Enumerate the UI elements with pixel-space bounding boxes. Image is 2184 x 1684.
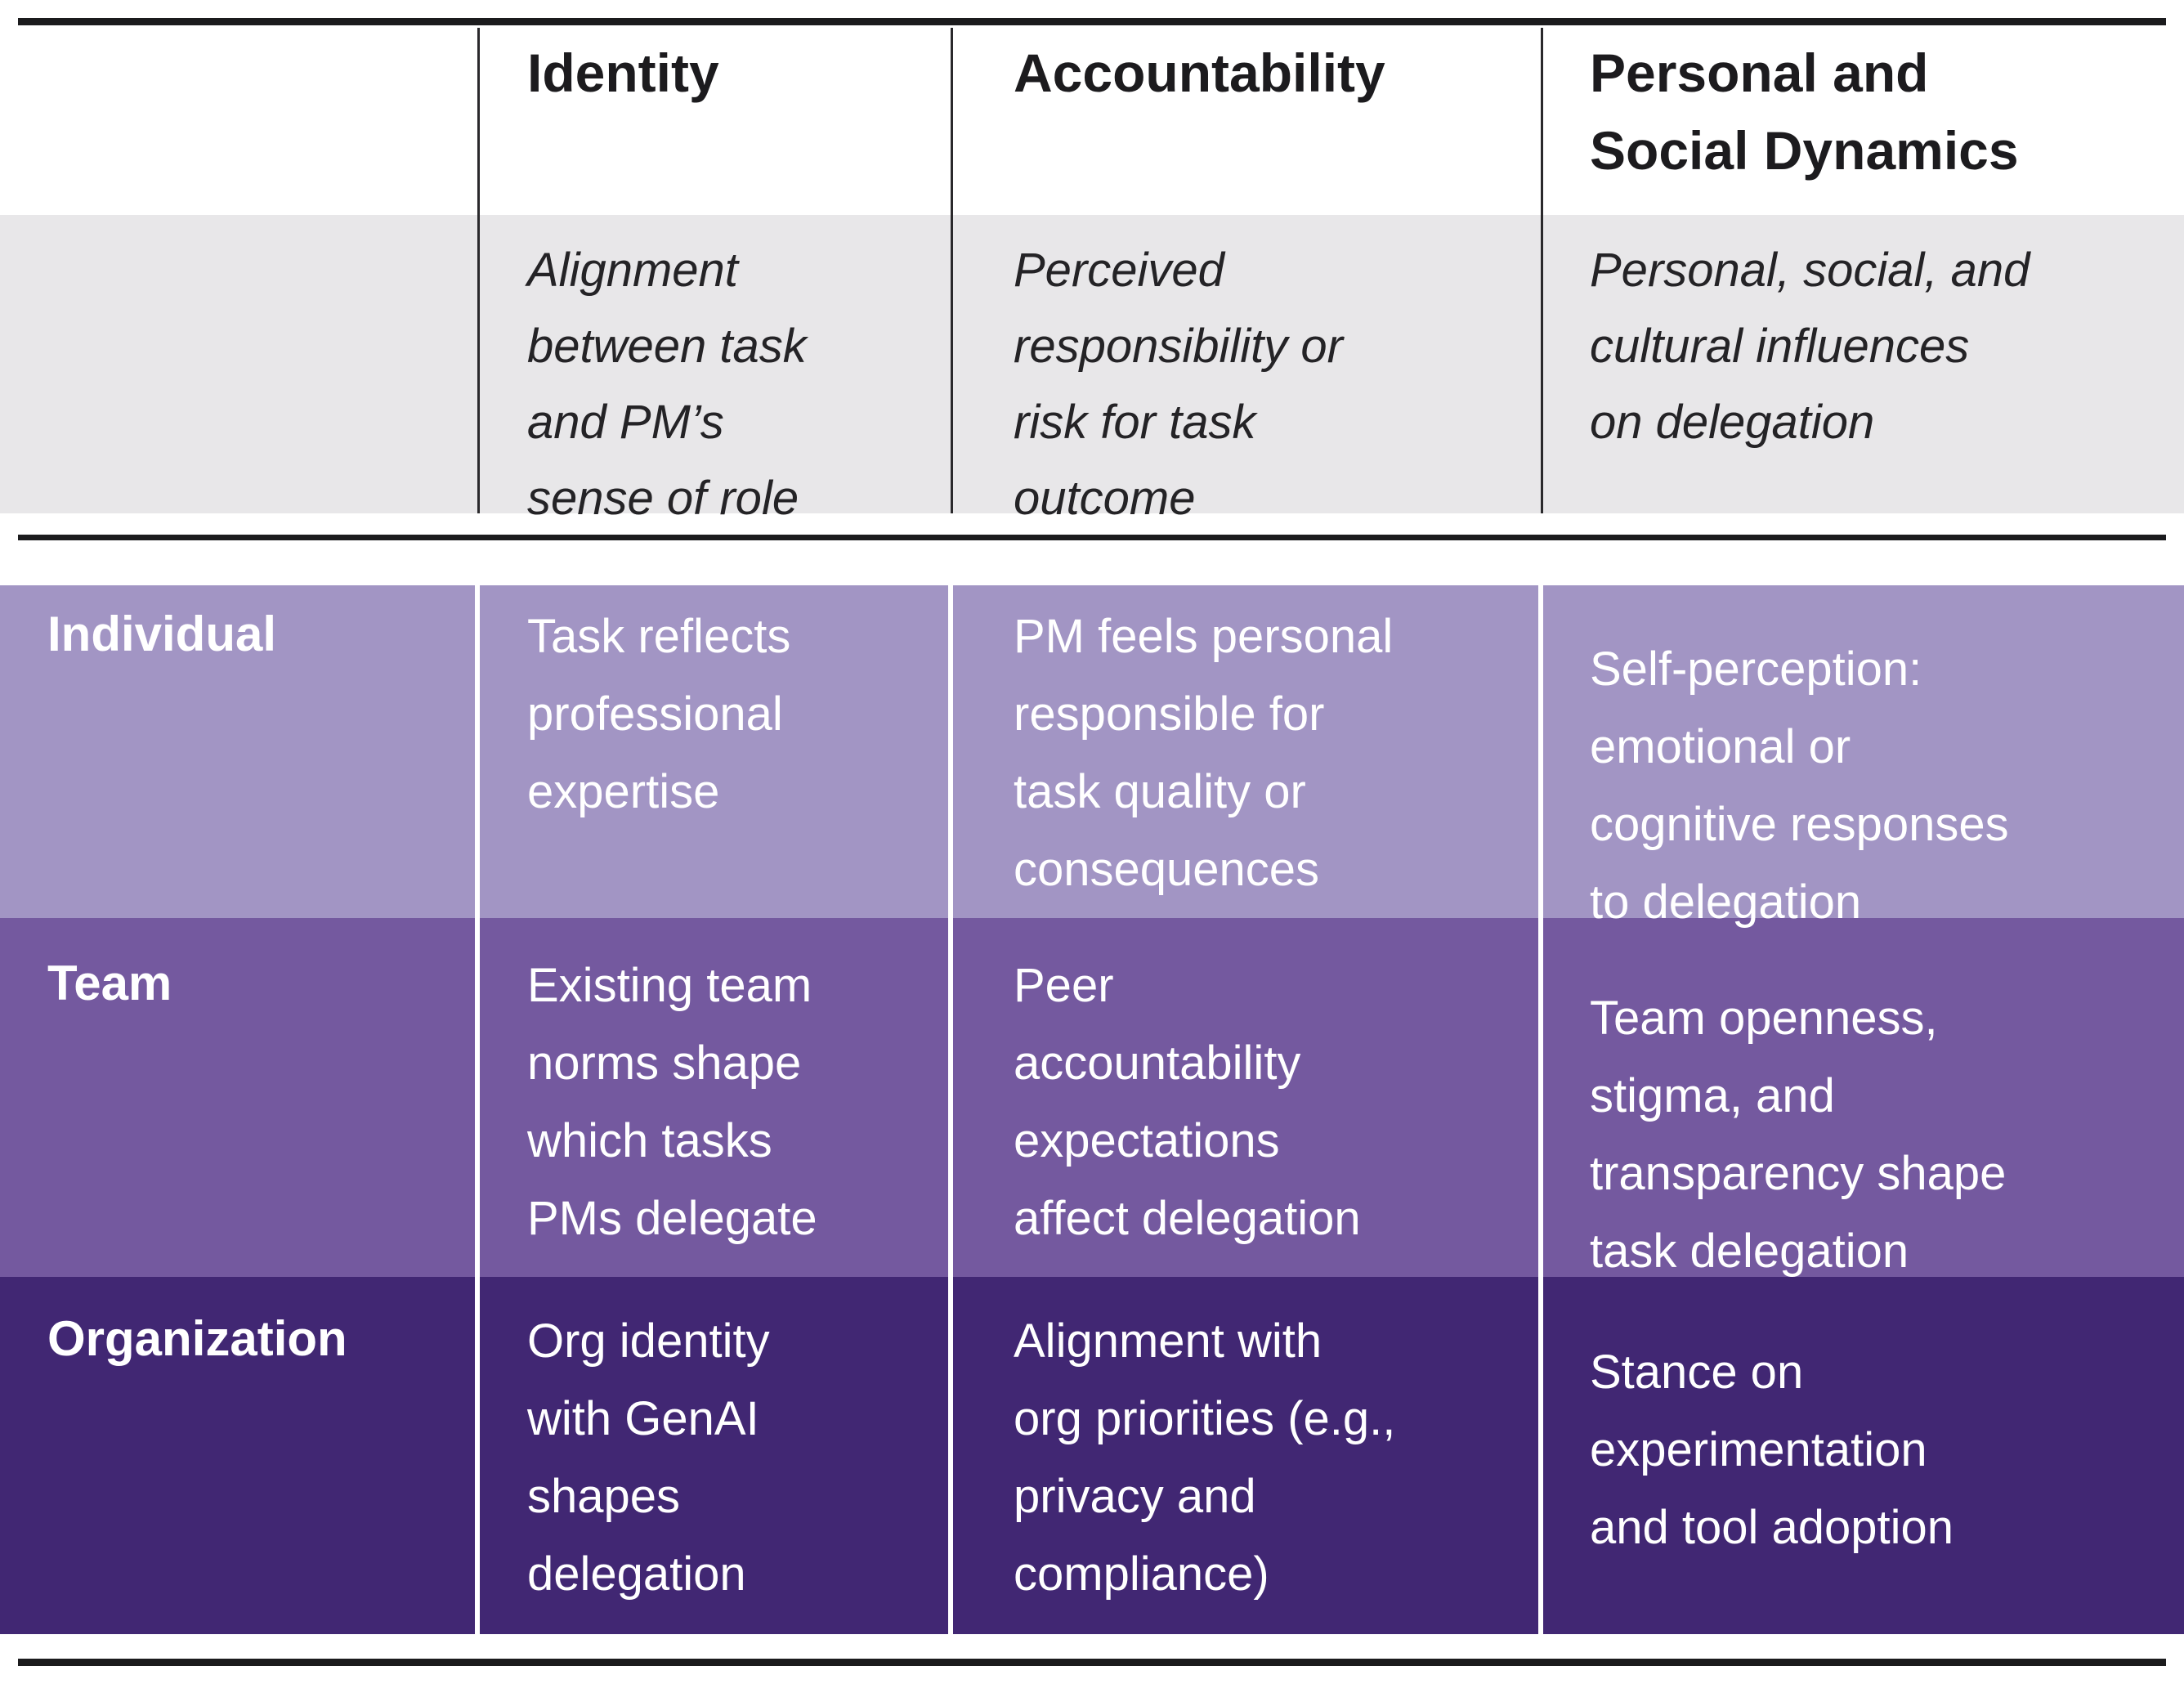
subtitle-accountability: Perceived responsibility or risk for tas… [1014, 244, 1343, 525]
row-label-team: Team [47, 956, 172, 1010]
row-individual [0, 585, 2184, 918]
cell-organization-personal-social: Stance on experimentation and tool adopt… [1590, 1346, 1954, 1554]
body-col-divider-3 [1538, 585, 1543, 1634]
header-body-divider-rule [18, 535, 2166, 540]
column-header-identity: Identity [527, 43, 719, 103]
cell-team-personal-social: Team openness, stigma, and transparency … [1590, 992, 2007, 1278]
column-header-personal-social-dynamics: Personal and Social Dynamics [1590, 43, 2019, 181]
row-organization [0, 1277, 2184, 1634]
header-col-divider-1 [477, 28, 480, 513]
subtitle-band [0, 215, 2184, 513]
cell-team-accountability: Peer accountability expectations affect … [1014, 959, 1361, 1245]
cell-individual-identity: Task reflects professional expertise [527, 610, 791, 818]
subtitle-identity: Alignment between task and PM’s sense of… [527, 244, 807, 525]
cell-individual-accountability: PM feels personal responsible for task q… [1014, 610, 1394, 896]
top-rule [18, 18, 2166, 25]
cell-individual-personal-social: Self-perception: emotional or cognitive … [1590, 643, 2009, 929]
column-header-accountability: Accountability [1014, 43, 1385, 103]
header-col-divider-2 [951, 28, 953, 513]
cell-organization-accountability: Alignment with org priorities (e.g., pri… [1014, 1315, 1396, 1601]
row-label-organization: Organization [47, 1311, 347, 1366]
bottom-rule [18, 1659, 2166, 1666]
row-label-individual: Individual [47, 607, 277, 661]
subtitle-personal-social-dynamics: Personal, social, and cultural influence… [1590, 244, 2030, 449]
body-col-divider-2 [948, 585, 953, 1634]
cell-organization-identity: Org identity with GenAI shapes delegatio… [527, 1315, 770, 1601]
body-col-divider-1 [475, 585, 480, 1634]
header-col-divider-3 [1541, 28, 1543, 513]
row-team [0, 918, 2184, 1277]
cell-team-identity: Existing team norms shape which tasks PM… [527, 959, 817, 1245]
